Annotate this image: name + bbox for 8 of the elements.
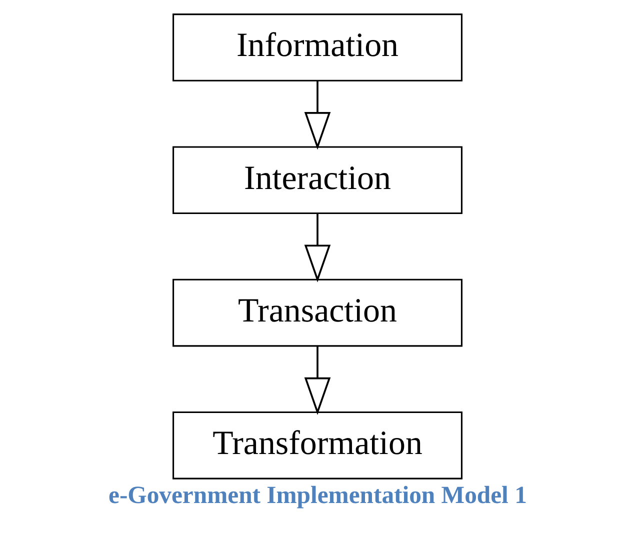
arrow xyxy=(304,346,330,416)
node-box: Information xyxy=(172,14,462,82)
node-box: Transaction xyxy=(172,278,462,347)
node-box: Interaction xyxy=(172,146,462,214)
arrow xyxy=(304,81,330,150)
caption: e-Government Implementation Model 1 xyxy=(108,482,526,509)
node-box: Transformation xyxy=(172,411,462,480)
arrow xyxy=(304,214,330,282)
